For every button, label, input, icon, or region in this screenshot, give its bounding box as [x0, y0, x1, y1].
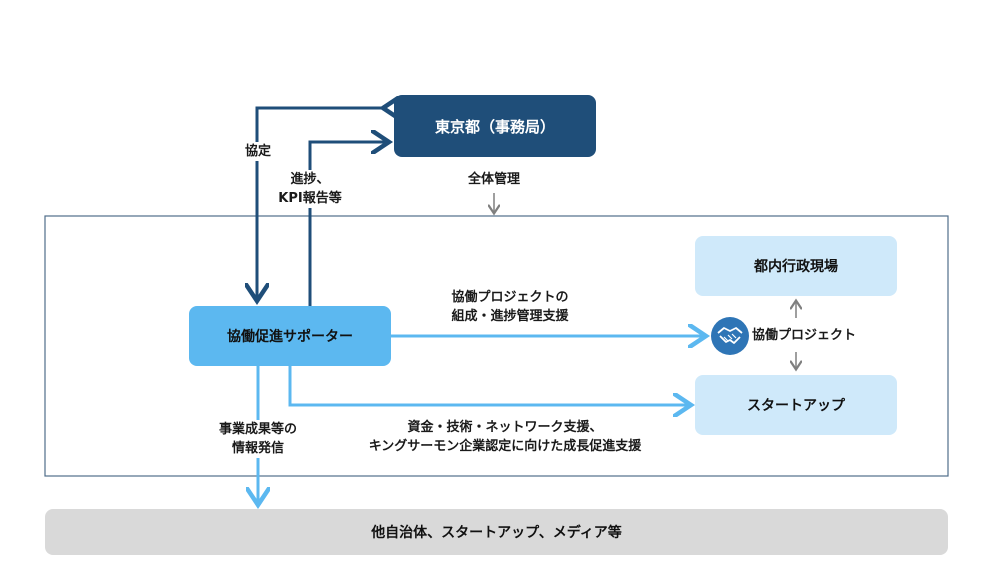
shien-label: 資金・技術・ネットワーク支援、 キングサーモン企業認定に向けた成長促進支援 [345, 418, 665, 456]
startup-support-arrow [288, 366, 688, 405]
zentai-label: 全体管理 [467, 172, 520, 187]
kyodo-project-label: 協働プロジェクト [752, 328, 857, 343]
handshake-icon [711, 317, 749, 355]
report-arrow [308, 142, 386, 306]
hasshin-label: 事業成果等の 情報発信 [205, 420, 311, 458]
startup-node: スタートアップ [695, 375, 897, 435]
hasshin-line-2: 情報発信 [231, 441, 284, 456]
gyosei-node: 都内行政現場 [695, 236, 897, 296]
kyodo-support-label: 協働プロジェクトの 組成・進捗管理支援 [410, 288, 610, 326]
kyodo-support-line-1: 協働プロジェクトの [451, 290, 569, 305]
inner-frame [44, 215, 949, 477]
shien-line-1: 資金・技術・ネットワーク支援、 [407, 420, 603, 435]
kyodo-support-line-2: 組成・進捗管理支援 [451, 309, 569, 324]
others-node: 他自治体、スタートアップ、メディア等 [45, 509, 948, 555]
shien-line-2: キングサーモン企業認定に向けた成長促進支援 [368, 439, 642, 454]
hasshin-line-1: 事業成果等の [218, 422, 297, 437]
shinchoku-line-2: KPI報告等 [278, 191, 342, 206]
shinchoku-line-1: 進捗、 [290, 172, 330, 187]
shinchoku-label: 進捗、 KPI報告等 [270, 170, 350, 208]
kyotei-label: 協定 [228, 142, 288, 161]
kyotei-arrow [257, 108, 386, 298]
tokyo-node: 東京都（事務局） [394, 95, 596, 157]
supporter-node: 協働促進サポーター [189, 306, 391, 366]
